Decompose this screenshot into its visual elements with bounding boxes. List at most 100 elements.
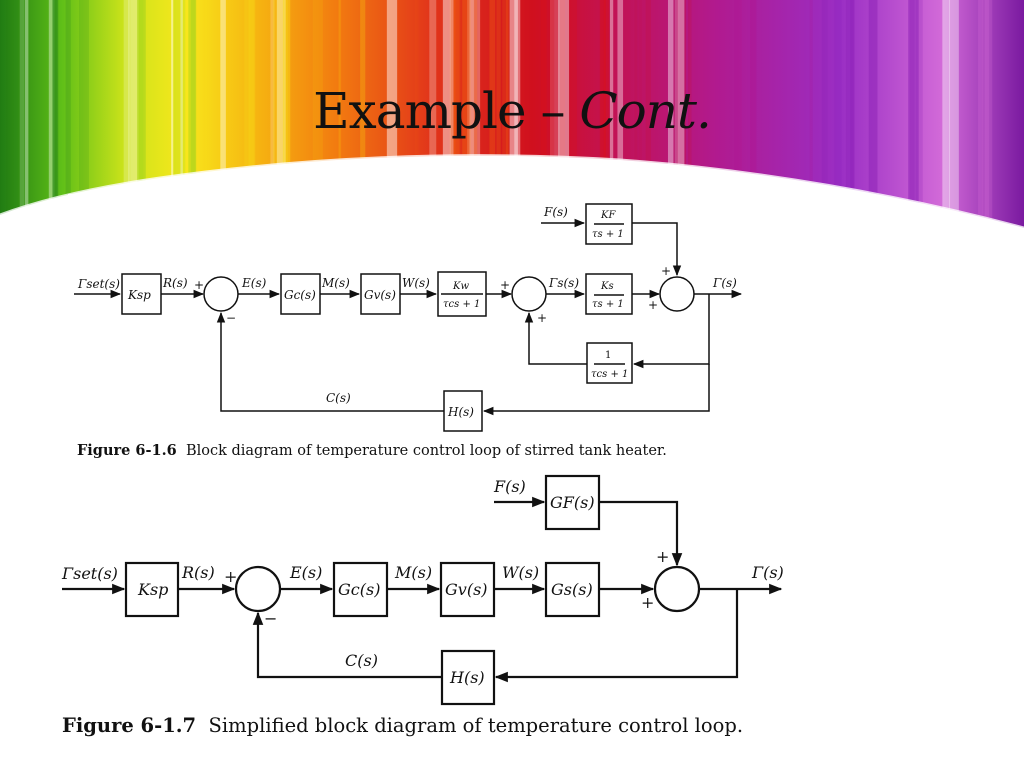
banner-stripe: [809, 0, 813, 228]
banner-stripe: [174, 0, 186, 228]
banner-stripe: [502, 0, 510, 228]
banner-stripe: [473, 0, 478, 228]
title-main: Example –: [313, 82, 580, 140]
f1-plus-fb: +: [537, 311, 547, 325]
banner-stripe: [312, 0, 323, 228]
banner-stripe: [868, 0, 878, 228]
f1-plus-r: +: [194, 278, 204, 292]
banner-stripe: [688, 0, 692, 228]
f1-m-label: M(s): [321, 276, 350, 290]
ksp-block-2: [124, 561, 180, 618]
f1-minus-c: −: [226, 311, 236, 325]
banner-stripe: [204, 0, 212, 228]
caption-text-2: Simplified block diagram of temperature …: [208, 714, 744, 737]
banner-stripe: [244, 0, 255, 228]
banner-stripe: [638, 0, 642, 228]
banner-stripe: [13, 0, 18, 228]
banner-stripe: [949, 0, 959, 228]
banner-stripe: [569, 0, 577, 228]
f2-plus-r: +: [224, 567, 237, 586]
f1-r-label: R(s): [162, 276, 188, 290]
banner-stripe: [734, 0, 742, 228]
f1-plus-s: +: [648, 298, 658, 312]
f2-input-label: Γset(s): [61, 564, 118, 583]
banner-stripe: [617, 0, 624, 228]
f1-e-label: E(s): [241, 276, 267, 290]
banner-stripe: [414, 0, 419, 228]
f2-gs-label: Gs(s): [551, 580, 593, 599]
f1-gamma-label: Γ(s): [712, 276, 737, 290]
banner-stripe: [677, 0, 685, 228]
gs-block: [544, 561, 601, 618]
banner-stripe: [282, 0, 288, 228]
caption-text-1: Block diagram of temperature control loo…: [185, 443, 667, 459]
banner-stripe: [52, 0, 58, 228]
f1-plus-f: +: [661, 264, 671, 278]
gv-block-2: [439, 561, 496, 618]
summing-junction-error-2: [234, 565, 282, 613]
f2-gamma-label: Γ(s): [751, 563, 784, 582]
banner-stripe: [462, 0, 471, 228]
banner-stripe: [276, 0, 286, 228]
banner-stripe: [52, 0, 59, 228]
banner-stripe: [429, 0, 437, 228]
banner-stripe: [982, 0, 990, 228]
banner-stripe: [603, 0, 610, 228]
f1-kw-num: Kw: [452, 281, 469, 292]
banner-stripe: [467, 0, 475, 228]
banner-stripe: [645, 0, 651, 228]
f1-w-label: W(s): [402, 276, 430, 290]
f2-r-label: R(s): [181, 563, 215, 582]
banner-stripe: [821, 0, 828, 228]
f1-fb-den: τcs + 1: [591, 369, 628, 380]
banner-stripe: [190, 0, 196, 228]
banner-stripe: [514, 0, 521, 228]
f1-fb-num: 1: [605, 350, 611, 361]
banner-stripe: [609, 0, 614, 228]
banner-stripe: [180, 0, 183, 228]
f2-gc-label: Gc(s): [338, 580, 380, 599]
figure-6-1-6-caption: Figure 6-1.6 Block diagram of temperatur…: [77, 442, 667, 459]
banner-stripe: [467, 0, 478, 228]
inner-feedback-block: [586, 342, 633, 384]
f1-c-label: C(s): [326, 391, 351, 405]
f1-ks-den: τs + 1: [592, 299, 624, 310]
rainbow-banner: [0, 0, 1024, 230]
f2-e-label: E(s): [289, 563, 322, 582]
f2-f-label: F(s): [493, 477, 526, 496]
f1-gv-label: Gv(s): [364, 288, 396, 302]
banner-stripe: [270, 0, 275, 228]
banner-stripe: [750, 0, 757, 228]
f1-input-label: Γset(s): [77, 277, 120, 291]
banner-stripe: [248, 0, 256, 228]
banner-stripe: [560, 0, 566, 228]
banner-stripe: [172, 0, 176, 228]
banner-stripe: [549, 0, 555, 228]
f2-plus-f: +: [656, 547, 669, 566]
banner-stripe: [558, 0, 570, 228]
caption-label-2: Figure 6-1.7: [62, 714, 197, 737]
banner-stripe: [496, 0, 501, 228]
banner-stripe: [978, 0, 984, 228]
banner-stripe: [908, 0, 919, 228]
banner-stripe: [460, 0, 471, 228]
gv-block: [360, 273, 401, 315]
f2-plus-s: +: [641, 593, 654, 612]
banner-stripe: [123, 0, 130, 228]
banner-stripe: [540, 0, 547, 228]
banner-stripe: [130, 0, 139, 228]
banner-stripe: [674, 0, 679, 228]
f2-w-label: W(s): [502, 563, 539, 582]
banner-stripe: [65, 0, 71, 228]
banner-stripe: [48, 0, 55, 228]
f1-ks-num: Ks: [600, 281, 614, 292]
f1-kf-num: KF: [600, 210, 616, 221]
banner-stripe: [450, 0, 456, 228]
banner-stripe: [845, 0, 855, 228]
banner-stripe: [505, 0, 509, 228]
banner-stripe: [673, 0, 676, 228]
f2-gv-label: Gv(s): [445, 580, 488, 599]
f1-ksp-label: Ksp: [127, 288, 151, 302]
f1-kf-den: τs + 1: [592, 229, 624, 240]
